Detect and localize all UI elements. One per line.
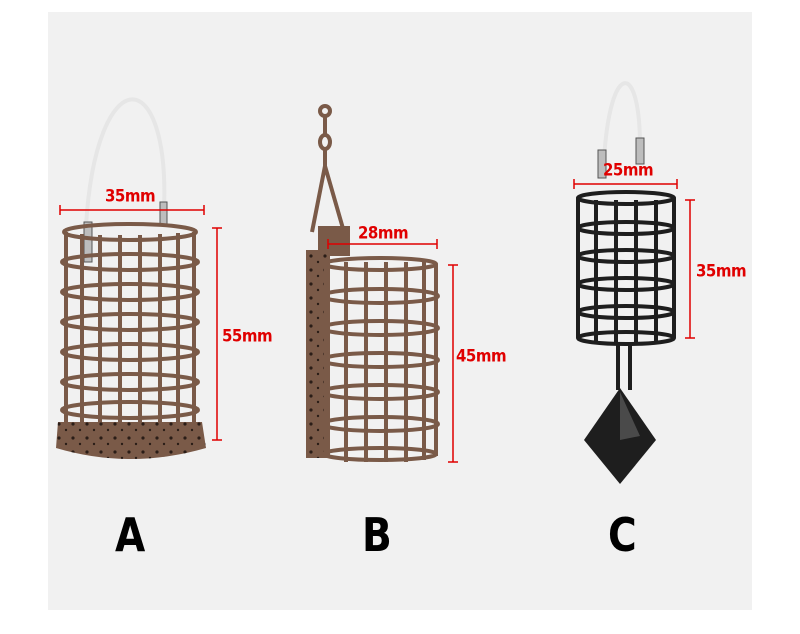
feeder-b-width-label: 28mm bbox=[358, 223, 409, 243]
feeder-b bbox=[306, 104, 440, 462]
feeder-c-wire-handle bbox=[602, 81, 642, 161]
dimension-lines bbox=[59, 179, 695, 463]
feeder-c-cage bbox=[576, 190, 676, 390]
feeder-a-wire-handle bbox=[84, 97, 167, 227]
feeder-a-cage bbox=[60, 222, 200, 430]
feeder-c-width-label: 25mm bbox=[603, 160, 654, 180]
feeder-b-swivel bbox=[310, 104, 346, 233]
feeder-a-width-label: 35mm bbox=[105, 186, 156, 206]
feeder-c bbox=[576, 81, 676, 484]
feeder-b-letter: B bbox=[362, 508, 392, 562]
feeder-b-height-label: 45mm bbox=[456, 346, 507, 366]
feeder-c-height-label: 35mm bbox=[696, 261, 747, 281]
feeder-a bbox=[56, 97, 206, 459]
feeder-a-letter: A bbox=[115, 508, 146, 562]
feeder-a-height-label: 55mm bbox=[222, 326, 273, 346]
feeder-c-letter: C bbox=[608, 508, 637, 562]
feeder-b-cage bbox=[320, 256, 440, 462]
